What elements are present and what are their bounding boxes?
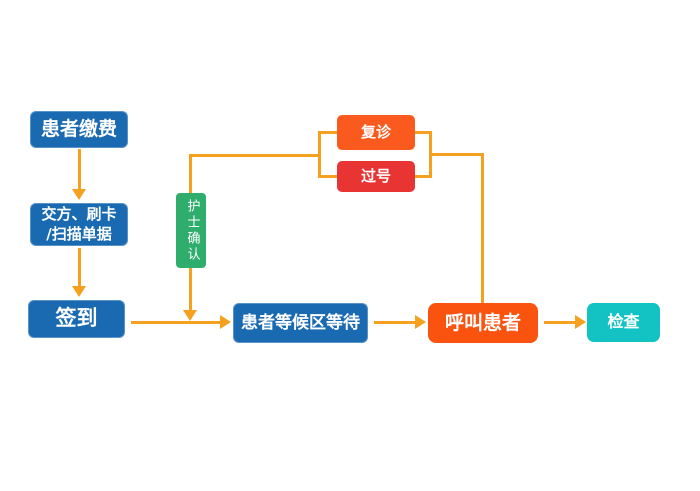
bracket-right-stub-missed — [414, 175, 431, 178]
node-patient-pay: 患者缴费 — [30, 111, 128, 148]
bracket-left-stub-revisit — [318, 131, 338, 134]
edge-sign-in-to-waiting — [131, 321, 220, 324]
node-pay-method-line2: /扫描单据 — [46, 224, 112, 243]
arrowhead-down-icon — [183, 310, 197, 321]
arrowhead-right-icon — [575, 315, 586, 329]
node-pay-method-line1: 交方、刷卡 — [41, 205, 117, 223]
node-examination: 检查 — [587, 303, 660, 342]
edge-pay-method-to-sign-in — [78, 248, 81, 286]
edge-patient-pay-to-pay-method — [78, 149, 81, 189]
edge-waiting-to-call — [374, 321, 415, 324]
bracket-left-stub-missed — [318, 175, 338, 178]
node-sign-in: 签到 — [28, 300, 125, 338]
node-call-patient: 呼叫患者 — [428, 303, 538, 343]
arrowhead-right-icon — [415, 315, 426, 329]
bracket-right-stub-revisit — [414, 131, 431, 134]
node-waiting-area: 患者等候区等待 — [233, 303, 368, 343]
edge-bracket-to-call-vertical — [481, 153, 484, 303]
edge-bracket-to-call-horizontal — [429, 153, 483, 156]
node-pay-method: 交方、刷卡 /扫描单据 — [30, 203, 128, 246]
node-missed-number: 过号 — [337, 161, 415, 192]
edge-branch-top — [189, 154, 320, 157]
bracket-left — [318, 131, 321, 178]
node-nurse-confirm: 护士确认 — [176, 193, 206, 268]
arrowhead-down-icon — [72, 189, 86, 200]
node-revisit: 复诊 — [337, 115, 415, 150]
arrowhead-right-icon — [220, 315, 231, 329]
arrowhead-down-icon — [72, 286, 86, 297]
edge-call-to-exam — [544, 321, 575, 324]
